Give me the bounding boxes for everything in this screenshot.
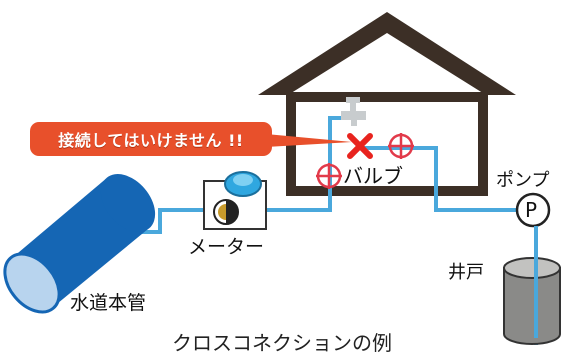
- faucet-icon: [341, 97, 366, 126]
- well: [503, 226, 561, 345]
- house-to-pump-pipe: [360, 146, 516, 212]
- house: [258, 12, 516, 196]
- well-label: 井戸: [448, 262, 484, 283]
- warning-pointer: [266, 134, 352, 147]
- valve-icon: [388, 133, 414, 159]
- valve-label: バルブ: [343, 164, 403, 188]
- warning-callout: 接続してはいけません !!: [30, 122, 272, 156]
- main-pipe-label: 水道本管: [70, 292, 147, 314]
- pump-icon: [515, 192, 551, 228]
- meter-icon: [203, 171, 267, 230]
- main-pipe: [3, 174, 156, 314]
- pump-label: ポンプ: [496, 170, 550, 191]
- meter-label: メーター: [188, 236, 265, 258]
- pump-symbol: P: [525, 198, 538, 222]
- diagram-caption: クロスコネクションの例: [172, 331, 392, 355]
- valve-icon: [316, 163, 342, 189]
- cross-icon: [347, 133, 373, 159]
